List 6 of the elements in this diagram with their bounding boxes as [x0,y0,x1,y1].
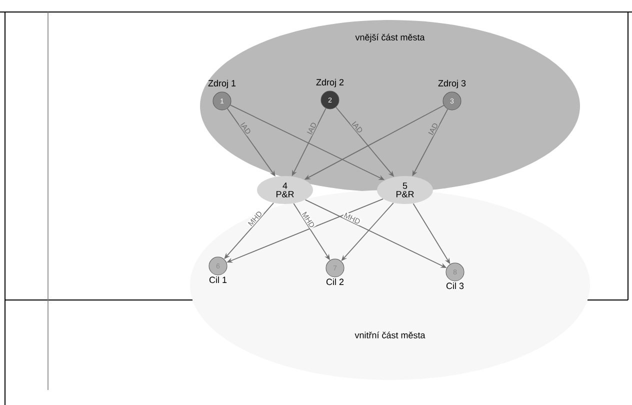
node-label: Cil 3 [446,282,464,290]
node-label: Cil 1 [209,276,227,284]
node-label: Zdroj 3 [438,80,466,88]
node-label: Zdroj 2 [316,78,344,88]
node-label: Cil 2 [326,278,344,286]
node-label: Zdroj 1 [208,80,236,88]
